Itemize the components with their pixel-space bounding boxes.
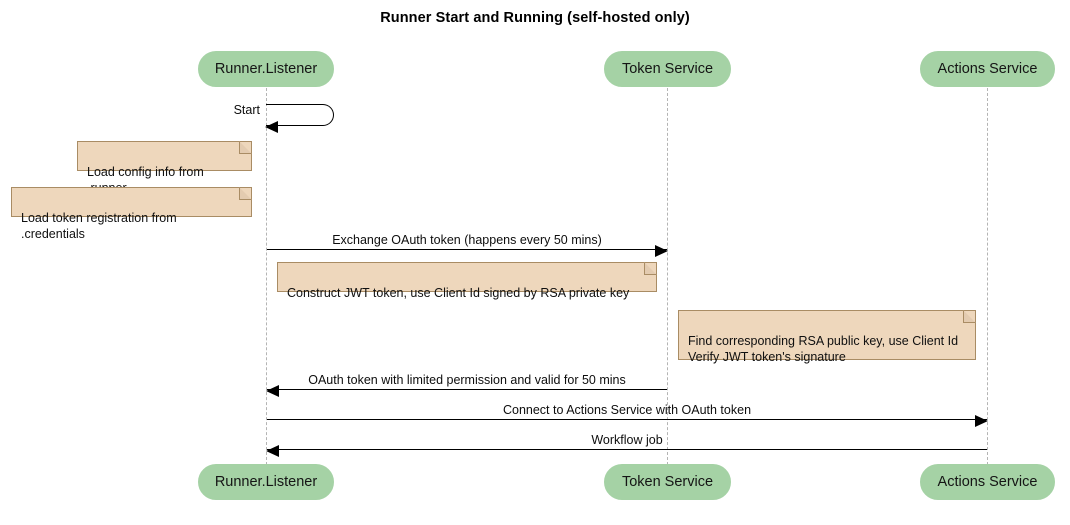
- lifeline-token-service: [667, 88, 668, 465]
- participant-actions-service-top[interactable]: Actions Service: [920, 51, 1055, 87]
- self-message-path: [266, 104, 334, 126]
- note-text: Load token registration from .credential…: [21, 211, 177, 241]
- note-text: Find corresponding RSA public key, use C…: [688, 334, 959, 364]
- participant-label: Token Service: [621, 474, 714, 490]
- arrowhead-right-icon: [655, 244, 668, 257]
- participant-label: Actions Service: [937, 61, 1038, 77]
- note-construct-jwt: Construct JWT token, use Client Id signe…: [277, 262, 657, 300]
- participant-label: Runner.Listener: [214, 61, 318, 77]
- message-line: [267, 419, 987, 420]
- diagram-title: Runner Start and Running (self-hosted on…: [380, 10, 690, 26]
- lifeline-runner-listener: [266, 88, 267, 465]
- participant-token-service-bottom[interactable]: Token Service: [604, 464, 731, 500]
- note-verify-jwt: Find corresponding RSA public key, use C…: [678, 310, 976, 364]
- message-oauth-token-response[interactable]: OAuth token with limited permission and …: [266, 368, 667, 397]
- participant-runner-listener-top[interactable]: Runner.Listener: [198, 51, 334, 87]
- message-label: OAuth token with limited permission and …: [308, 373, 626, 387]
- note-load-token-registration: Load token registration from .credential…: [11, 187, 252, 241]
- arrowhead-right-icon: [975, 414, 988, 427]
- message-line: [267, 249, 667, 250]
- message-label: Connect to Actions Service with OAuth to…: [502, 403, 752, 417]
- note-dogear-icon: [239, 187, 252, 200]
- participant-token-service-top[interactable]: Token Service: [604, 51, 731, 87]
- message-exchange-oauth-token[interactable]: Exchange OAuth token (happens every 50 m…: [267, 228, 668, 257]
- lifeline-actions-service: [987, 88, 988, 465]
- participant-runner-listener-bottom[interactable]: Runner.Listener: [198, 464, 334, 500]
- self-message-start[interactable]: [265, 104, 334, 133]
- message-workflow-job[interactable]: Workflow job: [266, 428, 987, 457]
- participant-label: Actions Service: [937, 474, 1038, 490]
- participant-label: Runner.Listener: [214, 474, 318, 490]
- note-dogear-icon: [239, 141, 252, 154]
- message-label: Exchange OAuth token (happens every 50 m…: [332, 233, 602, 247]
- self-message-start-label: Start: [233, 103, 260, 117]
- participant-actions-service-bottom[interactable]: Actions Service: [920, 464, 1055, 500]
- arrowhead-left-icon: [266, 444, 279, 457]
- message-line: [267, 389, 667, 390]
- note-dogear-icon: [963, 310, 976, 323]
- message-connect-actions-service[interactable]: Connect to Actions Service with OAuth to…: [267, 398, 988, 427]
- arrowhead-left-icon: [266, 384, 279, 397]
- message-line: [267, 449, 987, 450]
- note-load-config: Load config info from .runner: [77, 141, 252, 195]
- note-dogear-icon: [644, 262, 657, 275]
- arrowhead-left-icon: [265, 120, 278, 133]
- participant-label: Token Service: [621, 61, 714, 77]
- note-text: Construct JWT token, use Client Id signe…: [287, 286, 630, 300]
- message-label: Workflow job: [591, 433, 663, 447]
